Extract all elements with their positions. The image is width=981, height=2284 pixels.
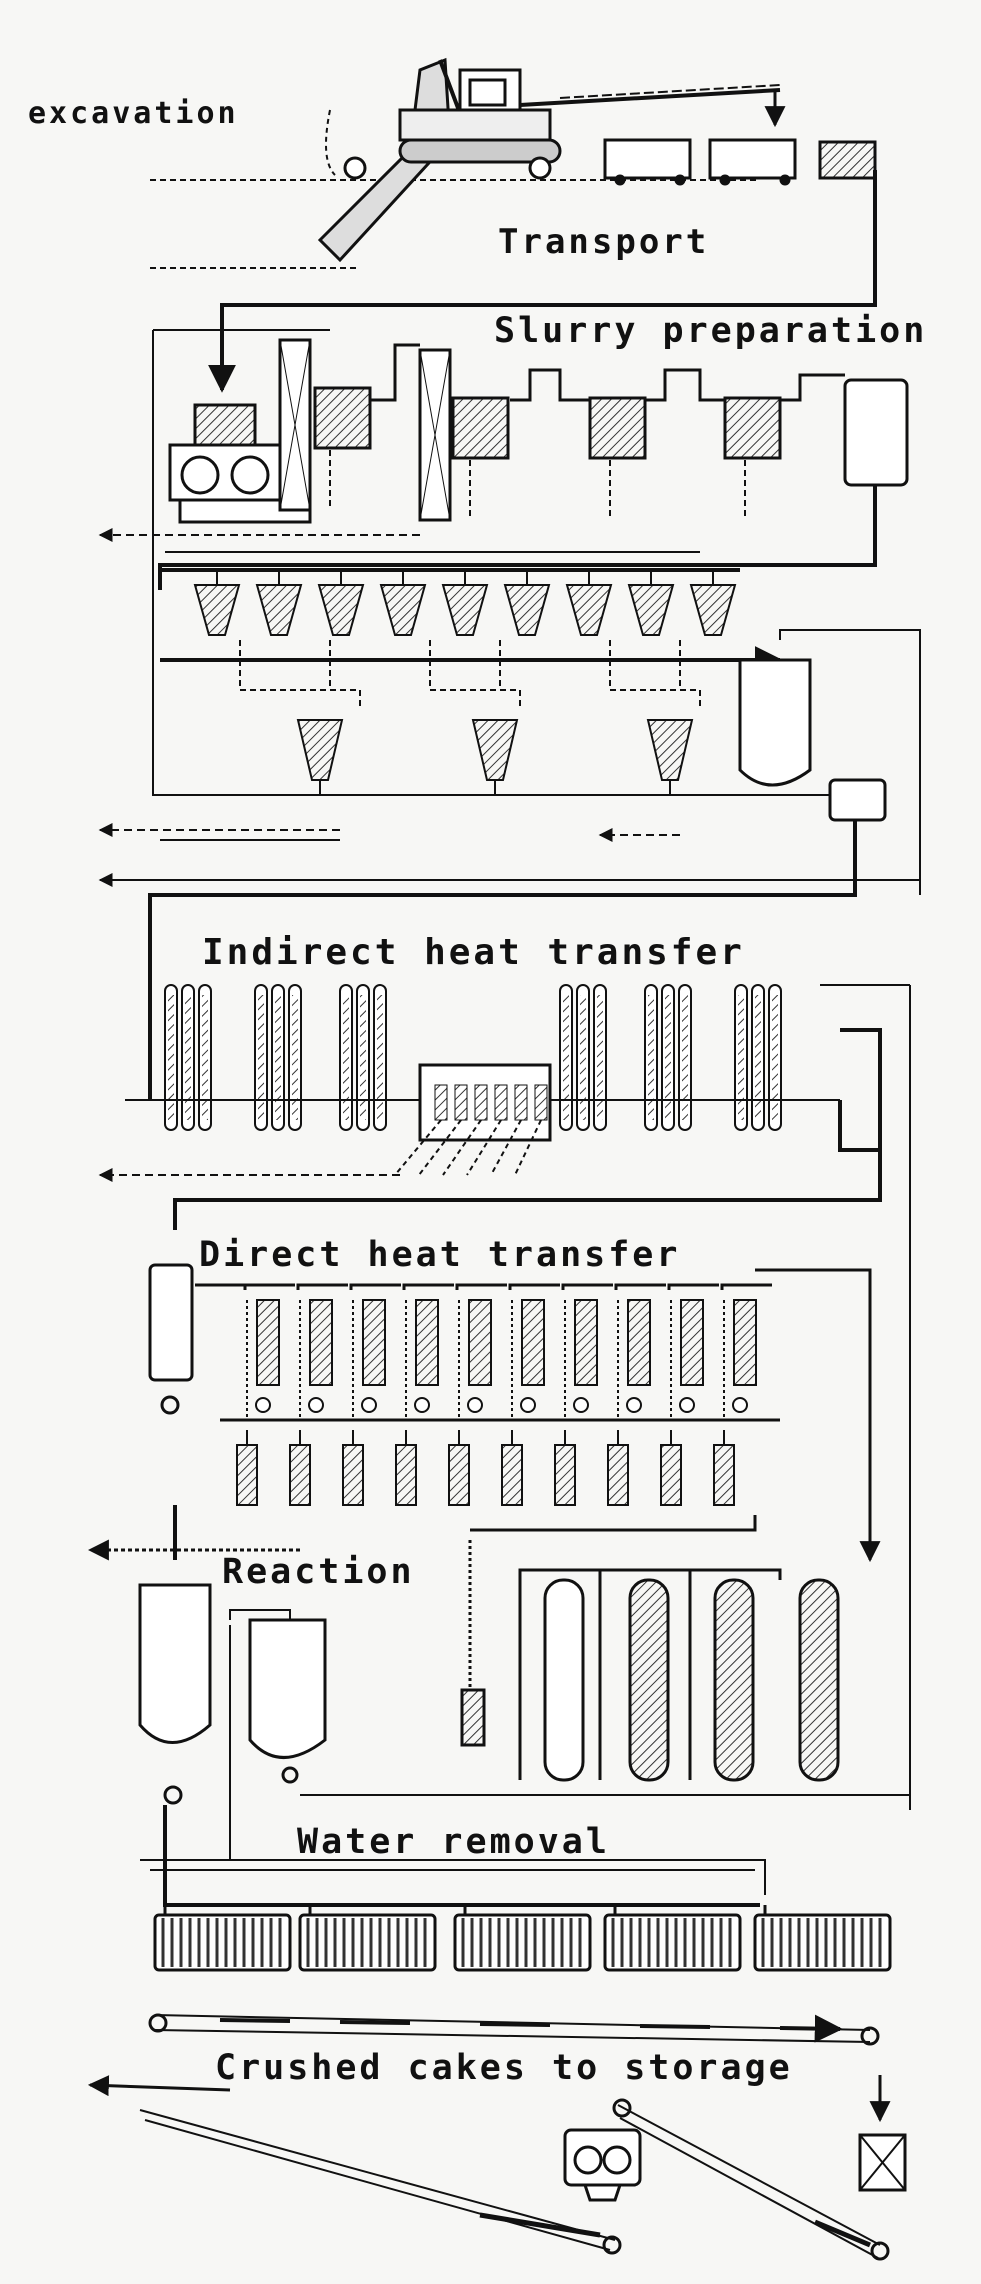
label-direct-heat-transfer: Direct heat transfer — [199, 1235, 681, 1275]
heater-coil-bank — [644, 984, 692, 1131]
hydrocyclone — [255, 570, 303, 636]
heater-coil-bank — [164, 984, 212, 1131]
direct-heat-unit — [713, 1430, 735, 1506]
hydrocyclone — [689, 570, 737, 636]
hydrocyclone — [646, 719, 694, 795]
label-indirect-heat-transfer: Indirect heat transfer — [202, 932, 745, 973]
label-reaction: Reaction — [222, 1552, 415, 1592]
filter-drum — [603, 1905, 742, 1972]
direct-heat-unit — [395, 1430, 417, 1506]
label-excavation: excavation — [28, 96, 239, 131]
hydrocyclone — [627, 570, 675, 636]
direct-heat-column — [243, 1283, 295, 1420]
direct-heat-unit — [342, 1430, 364, 1506]
direct-heat-column — [402, 1283, 454, 1420]
excavation-section — [150, 57, 877, 393]
direct-heat-column — [349, 1283, 401, 1420]
hydrocyclone — [441, 570, 489, 636]
slurry-preparation-section — [98, 329, 909, 796]
reaction-section — [138, 1540, 910, 1860]
direct-heat-column — [561, 1283, 613, 1420]
hydrocyclone — [565, 570, 613, 636]
hydrocyclone — [317, 570, 365, 636]
label-slurry-preparation: Slurry preparation — [494, 311, 928, 351]
reactors — [543, 1578, 840, 1782]
heater-coil-bank — [734, 984, 782, 1131]
direct-heat-column — [455, 1283, 507, 1420]
hydrocyclone — [296, 719, 344, 795]
direct-heat-transfer-section — [87, 1263, 881, 1563]
direct-heat-unit — [607, 1430, 629, 1506]
heater-coil-bank — [254, 984, 302, 1131]
label-crushed-cakes-to-storage: Crushed cakes to storage — [215, 2048, 793, 2088]
hydrocyclones-upper — [193, 570, 737, 636]
slurry-tanks — [313, 378, 909, 487]
direct-heat-unit — [236, 1430, 258, 1506]
heater-coil-bank — [339, 984, 387, 1131]
filters — [153, 1905, 892, 1972]
filter-drum — [753, 1905, 892, 1972]
hydrocyclones-lower — [296, 719, 694, 795]
direct-heat-column — [508, 1283, 560, 1420]
water-removal-section — [140, 1805, 892, 1972]
label-transport: Transport — [498, 222, 710, 262]
direct-heat-unit — [448, 1430, 470, 1506]
direct-heat-unit — [554, 1430, 576, 1506]
filter-drum — [153, 1905, 292, 1972]
hydrocyclone — [503, 570, 551, 636]
heater-coil-bank — [559, 984, 607, 1131]
hydrocyclone — [193, 570, 241, 636]
direct-heat-upper-columns — [243, 1283, 772, 1420]
filter-drum — [453, 1905, 592, 1972]
hydrocyclone — [379, 570, 427, 636]
direct-heat-column — [720, 1283, 772, 1420]
direct-heat-unit — [501, 1430, 523, 1506]
direct-heat-column — [614, 1283, 666, 1420]
direct-heat-unit — [289, 1430, 311, 1506]
indirect-heater-banks — [164, 984, 782, 1131]
hydrocyclone-section — [98, 568, 921, 1100]
storage-section — [87, 2015, 907, 2261]
direct-heat-unit — [660, 1430, 682, 1506]
direct-heat-lower-units — [236, 1430, 735, 1506]
filter-drum — [298, 1905, 437, 1972]
direct-heat-column — [296, 1283, 348, 1420]
indirect-heat-transfer-section — [98, 984, 911, 1810]
label-water-removal: Water removal — [297, 1822, 610, 1862]
direct-heat-column — [667, 1283, 719, 1420]
hydrocyclone — [471, 719, 519, 795]
